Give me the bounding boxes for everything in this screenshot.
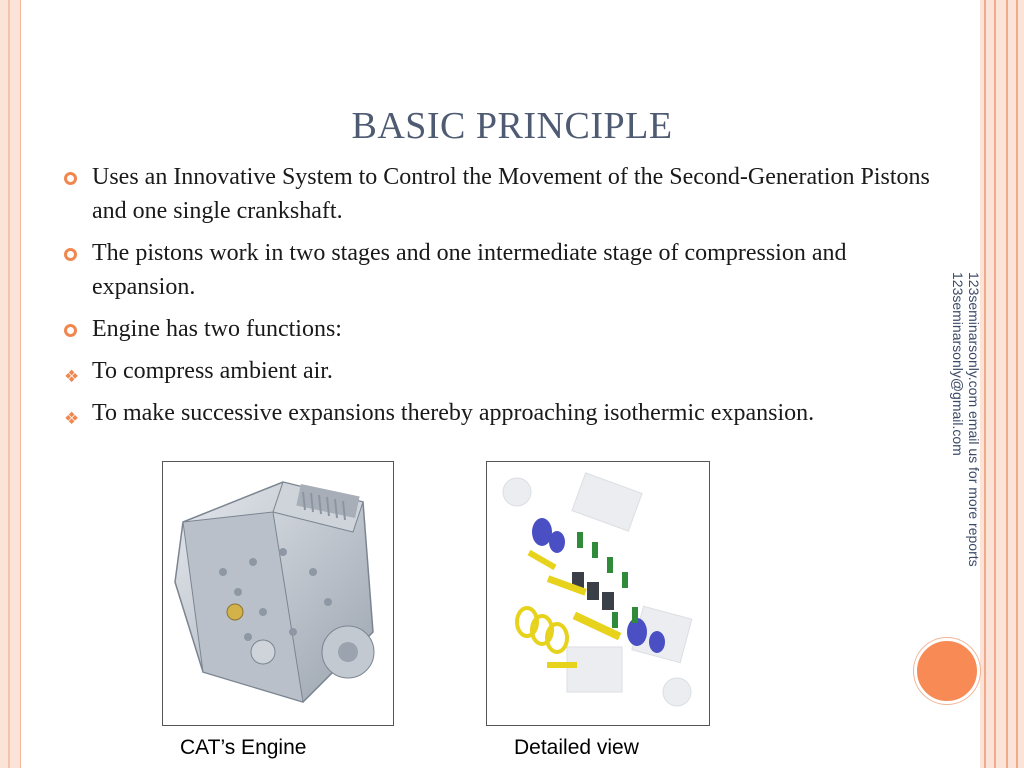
- bullet-text: To make successive expansions thereby ap…: [92, 400, 815, 426]
- detailed-view-caption: Detailed view: [514, 736, 639, 759]
- decorative-circle: [914, 638, 980, 704]
- exploded-view-illustration-icon: [502, 472, 693, 707]
- circle-bullet-icon: [64, 324, 77, 337]
- engine-caption: CAT’s Engine: [180, 736, 307, 759]
- bullet-list: Uses an Innovative System to Control the…: [62, 160, 942, 438]
- watermark: 123seminarsonly.com email us for more re…: [950, 270, 982, 570]
- right-frame-border: [980, 0, 1024, 768]
- slide-title: BASIC PRINCIPLE: [351, 105, 673, 147]
- detailed-view-image: [486, 461, 710, 726]
- circle-bullet-icon: [64, 248, 77, 261]
- left-frame-line: [8, 0, 10, 768]
- watermark-text: 123seminarsonly.com email us for more re…: [950, 272, 982, 567]
- bullet-text: To compress ambient air.: [92, 358, 333, 384]
- left-frame-border: [0, 0, 21, 768]
- bullet-text: Engine has two functions:: [92, 316, 342, 342]
- bullet-item: Engine has two functions:: [62, 312, 942, 346]
- bullet-item: ❖ To compress ambient air.: [62, 354, 942, 388]
- bullet-item: ❖ To make successive expansions thereby …: [62, 396, 942, 430]
- bullet-text: Uses an Innovative System to Control the…: [92, 164, 930, 224]
- bullet-item: Uses an Innovative System to Control the…: [62, 160, 942, 228]
- bullet-text: The pistons work in two stages and one i…: [92, 240, 847, 300]
- engine-image: [162, 461, 394, 726]
- diamond-bullet-icon: ❖: [64, 367, 80, 387]
- bullet-item: The pistons work in two stages and one i…: [62, 236, 942, 304]
- circle-bullet-icon: [64, 172, 77, 185]
- diamond-bullet-icon: ❖: [64, 409, 80, 429]
- engine-illustration-icon: [174, 481, 375, 703]
